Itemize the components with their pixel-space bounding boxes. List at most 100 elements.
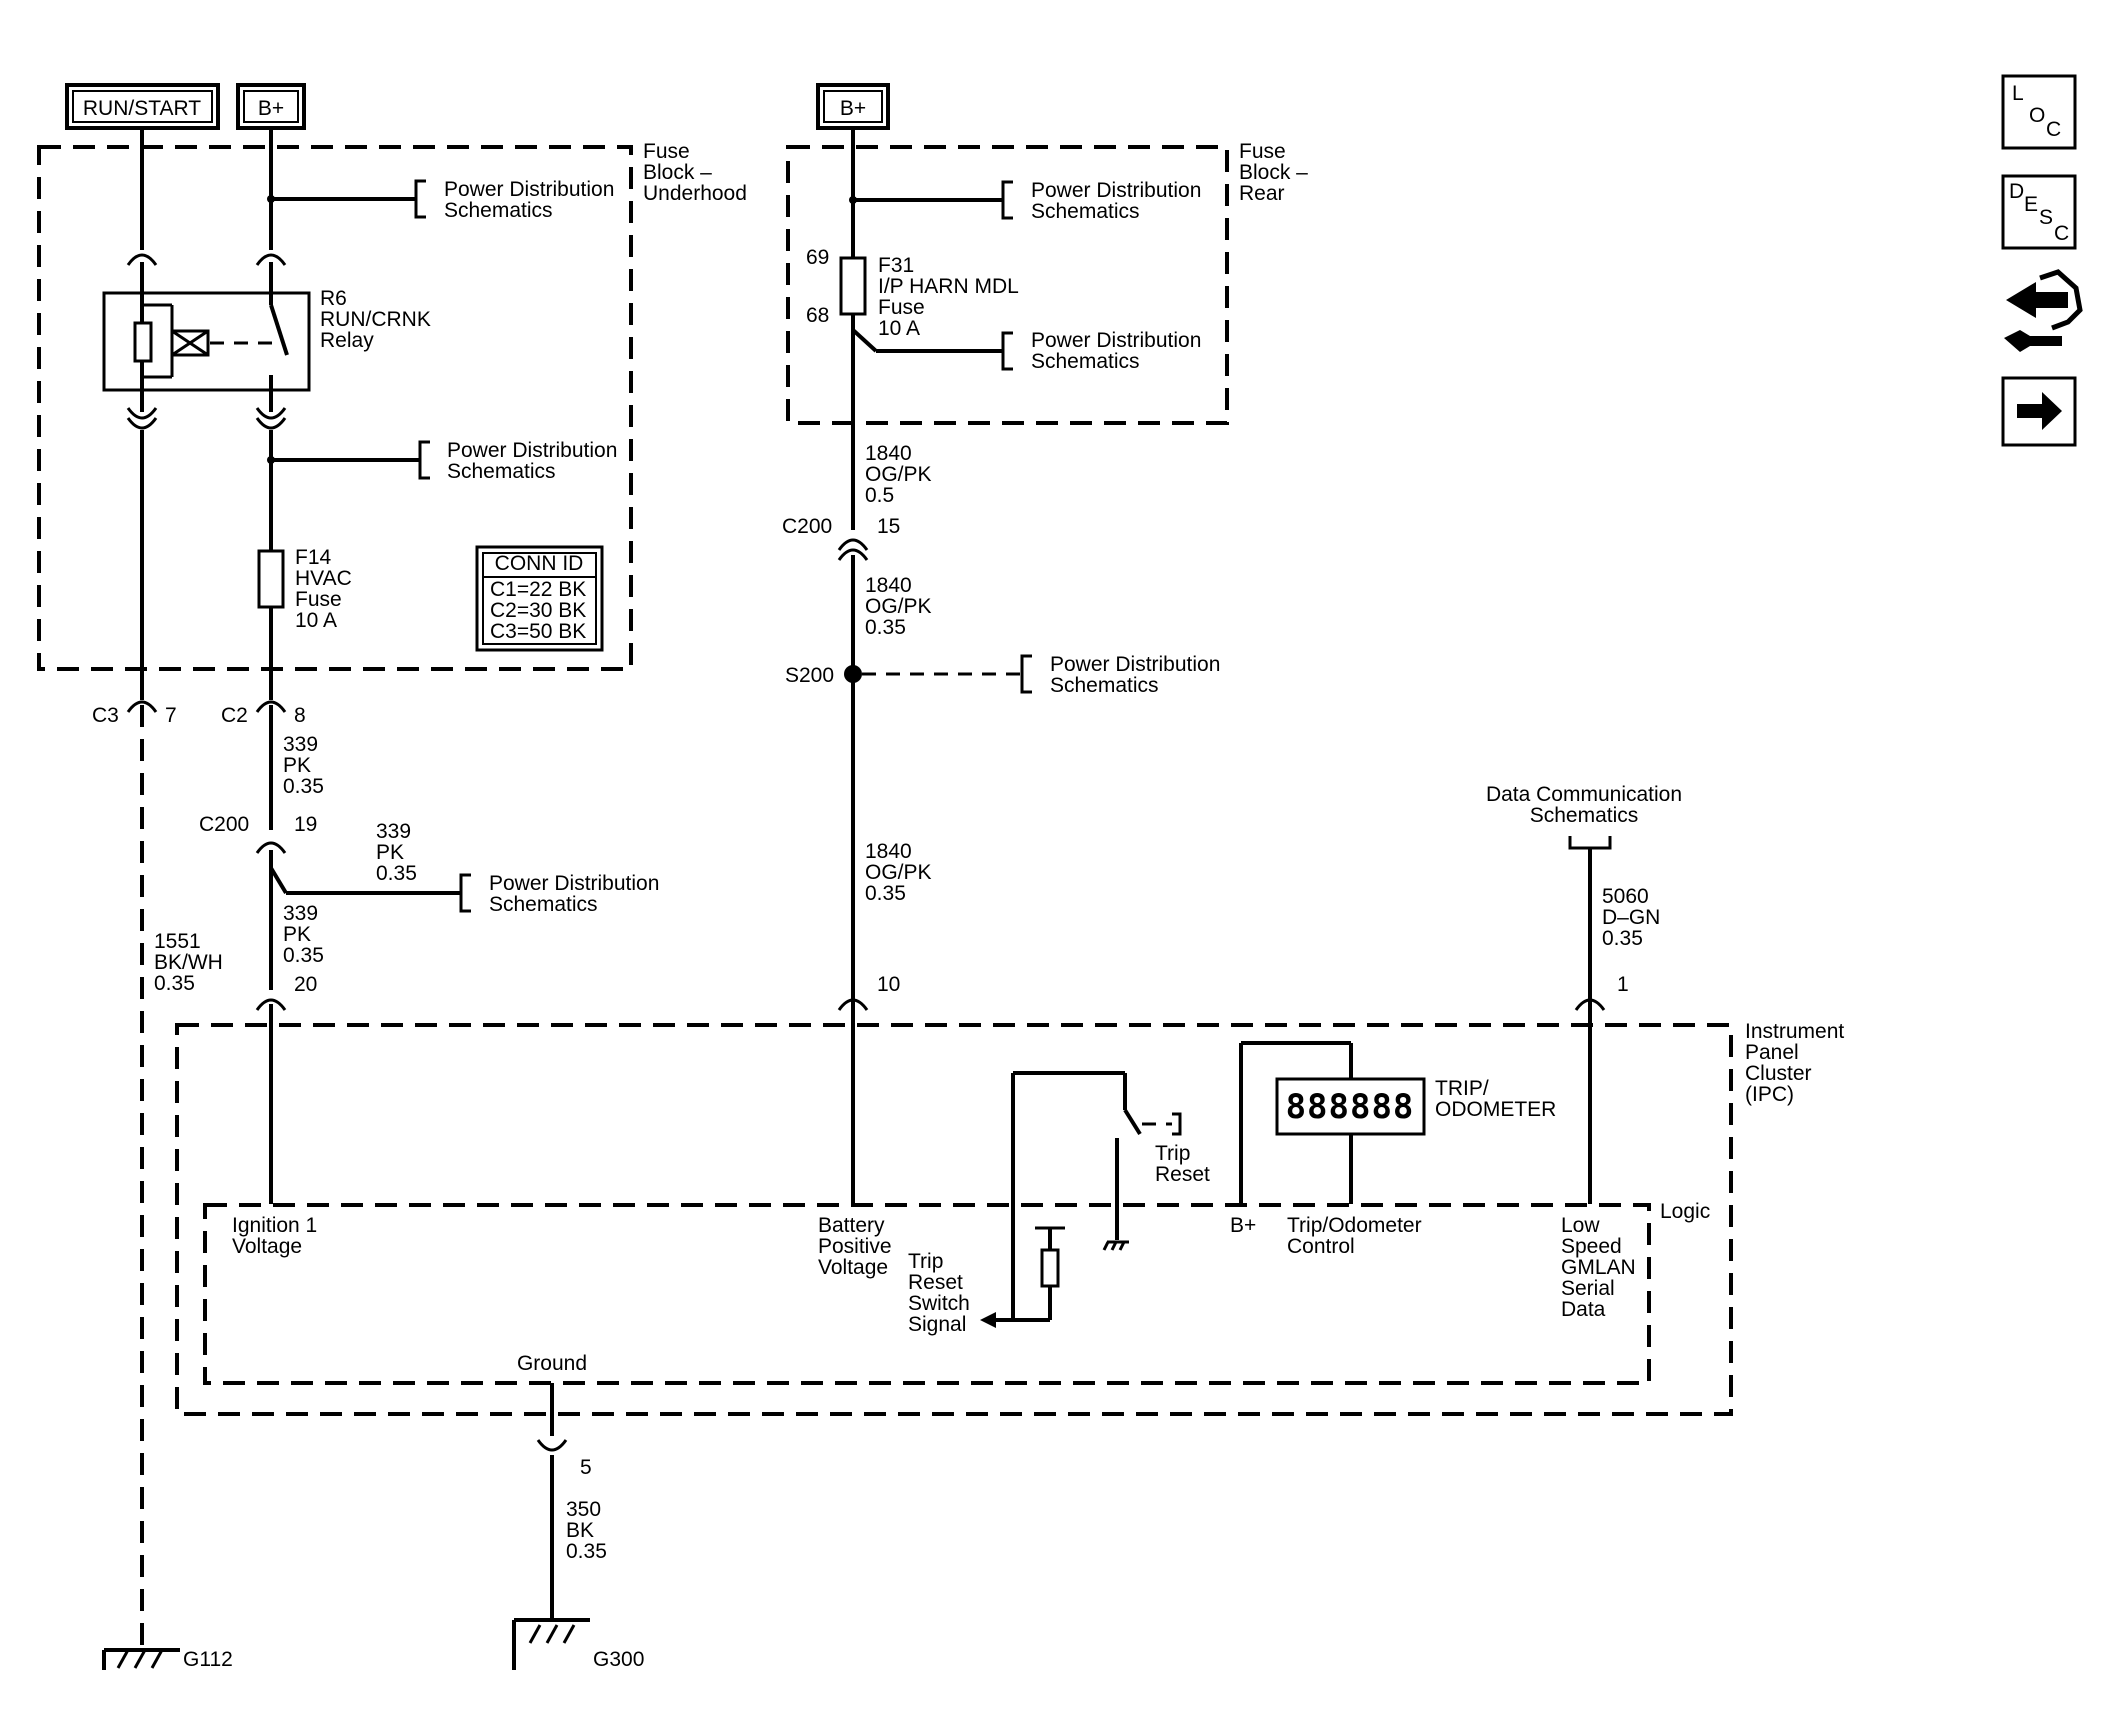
data-communication-bracket <box>1568 836 1612 850</box>
power-distribution-label-1: Power Distribution <box>444 178 614 201</box>
desc-icon[interactable]: D E S C <box>2001 174 2077 250</box>
splice-s200-label: S200 <box>785 664 834 687</box>
input-trip-control-label-2: Control <box>1287 1235 1355 1258</box>
power-distribution-bracket-5 <box>1001 331 1013 371</box>
signal-arrow-icon <box>980 1312 996 1328</box>
input-gmlan-label: Low <box>1561 1214 1600 1237</box>
wire-339-circuit: 339 <box>376 820 411 843</box>
wire-1551-size: 0.35 <box>154 972 195 995</box>
power-distribution-label-2b: Schematics <box>447 460 556 483</box>
connector-wrench-icon[interactable] <box>2004 269 2083 352</box>
wire-350-color: BK <box>566 1519 594 1542</box>
fuse-block-underhood-label-3: Underhood <box>643 182 747 205</box>
fuse-block-rear-label-2: Block – <box>1239 161 1308 184</box>
trip-odometer-display: 888888 <box>1275 1077 1426 1136</box>
trip-reset-label: Trip <box>1155 1142 1190 1165</box>
input-gmlan-label-5: Data <box>1561 1298 1606 1321</box>
wire-5060-color: D–GN <box>1602 906 1660 929</box>
power-distribution-label-6b: Schematics <box>1050 674 1159 697</box>
wire-339-circuit: 339 <box>283 902 318 925</box>
connector-ground-pin-5 <box>536 1439 568 1452</box>
trip-reset-label-2: Reset <box>1155 1163 1210 1186</box>
conn-id-row: C3=50 BK <box>490 620 586 643</box>
wire-5060-size: 0.35 <box>1602 927 1643 950</box>
run-start-source: RUN/START <box>65 83 220 130</box>
input-gmlan-label-4: Serial <box>1561 1277 1615 1300</box>
ipc-outline <box>175 1023 1733 1416</box>
connector-c200-15 <box>837 538 869 551</box>
fuse-f14-rating: 10 A <box>295 609 337 632</box>
ground-label: Ground <box>517 1352 587 1375</box>
wire-350-size: 0.35 <box>566 1540 607 1563</box>
data-communication-label: Data Communication <box>1486 783 1682 806</box>
pullup-resistor <box>1040 1248 1060 1288</box>
connector-c2 <box>255 700 287 713</box>
power-distribution-bracket-1 <box>414 179 426 219</box>
power-distribution-label-4b: Schematics <box>1031 200 1140 223</box>
conn-id-table: CONN ID C1=22 BK C2=30 BK C3=50 BK <box>475 545 604 652</box>
input-gmlan-label-2: Speed <box>1561 1235 1622 1258</box>
ipc-label: Instrument <box>1745 1020 1844 1043</box>
power-distribution-label-4: Power Distribution <box>1031 179 1201 202</box>
input-trip-signal-label: Trip <box>908 1250 943 1273</box>
svg-text:RUN/START: RUN/START <box>83 97 201 120</box>
fuse-f31-pin-in: 69 <box>806 246 829 269</box>
relay-id: R6 <box>320 287 347 310</box>
wire-339-size: 0.35 <box>283 944 324 967</box>
wire-1840-color: OG/PK <box>865 595 932 618</box>
fuse-f14 <box>257 549 285 609</box>
ipc-label-3: Cluster <box>1745 1062 1812 1085</box>
wire-1840-circuit: 1840 <box>865 574 912 597</box>
connector-c200-pin-20: 20 <box>294 973 317 996</box>
wire-1840-circuit: 1840 <box>865 840 912 863</box>
wire-339-circuit: 339 <box>283 733 318 756</box>
wire-1840-size: 0.5 <box>865 484 894 507</box>
bplus-underhood-source: B+ <box>236 83 306 130</box>
desc-letter: S <box>2039 206 2053 229</box>
svg-text:B+: B+ <box>840 97 866 120</box>
loc-letter: C <box>2046 118 2061 141</box>
power-distribution-bracket-2 <box>418 440 430 480</box>
splice-s200 <box>844 665 862 683</box>
power-distribution-bracket-3 <box>459 873 471 913</box>
fuse-block-underhood-outline <box>37 145 633 671</box>
connector-ipc-pin-10: 10 <box>877 973 900 996</box>
fuse-f31-rating: 10 A <box>878 317 920 340</box>
wire-339-size: 0.35 <box>376 862 417 885</box>
desc-letter: E <box>2024 193 2038 216</box>
input-ignition-label: Ignition 1 <box>232 1214 317 1237</box>
connector-c3-label: C3 <box>92 704 119 727</box>
wire-1840-size: 0.35 <box>865 882 906 905</box>
odometer-digits: 888888 <box>1286 1087 1415 1127</box>
input-trip-signal-label-4: Signal <box>908 1313 966 1336</box>
wire-5060-circuit: 5060 <box>1602 885 1649 908</box>
connector-c3 <box>126 700 158 713</box>
wire-1840-color: OG/PK <box>865 463 932 486</box>
connector-ipc-pin-1: 1 <box>1617 973 1629 996</box>
connector-c3-pin: 7 <box>165 704 177 727</box>
wire-339-color: PK <box>283 923 311 946</box>
wire-339-color: PK <box>376 841 404 864</box>
ipc-logic-outline <box>203 1203 1651 1385</box>
input-bplus-label: B+ <box>1230 1214 1256 1237</box>
ground-g112-icon <box>102 1648 180 1670</box>
power-distribution-label-1b: Schematics <box>444 199 553 222</box>
loc-letter: L <box>2012 82 2024 105</box>
loc-icon[interactable]: L O C <box>2001 74 2077 150</box>
conn-id-title: CONN ID <box>495 552 584 575</box>
connector-c200-pin-19: 19 <box>294 813 317 836</box>
bplus-rear-source: B+ <box>816 83 890 130</box>
input-battery-label-2: Positive <box>818 1235 892 1258</box>
desc-letter: D <box>2009 180 2024 203</box>
input-trip-control-label: Trip/Odometer <box>1287 1214 1422 1237</box>
next-arrow-icon[interactable] <box>2001 376 2077 447</box>
wire-350-circuit: 350 <box>566 1498 601 1521</box>
power-distribution-bracket-4 <box>1001 180 1013 220</box>
power-distribution-label-3: Power Distribution <box>489 872 659 895</box>
connector-c200-label-2: C200 <box>782 515 832 538</box>
power-distribution-label-5b: Schematics <box>1031 350 1140 373</box>
ipc-label-2: Panel <box>1745 1041 1799 1064</box>
wire-1551-color: BK/WH <box>154 951 223 974</box>
wire-1551-circuit: 1551 <box>154 930 201 953</box>
fuse-f14-name: HVAC <box>295 567 352 590</box>
